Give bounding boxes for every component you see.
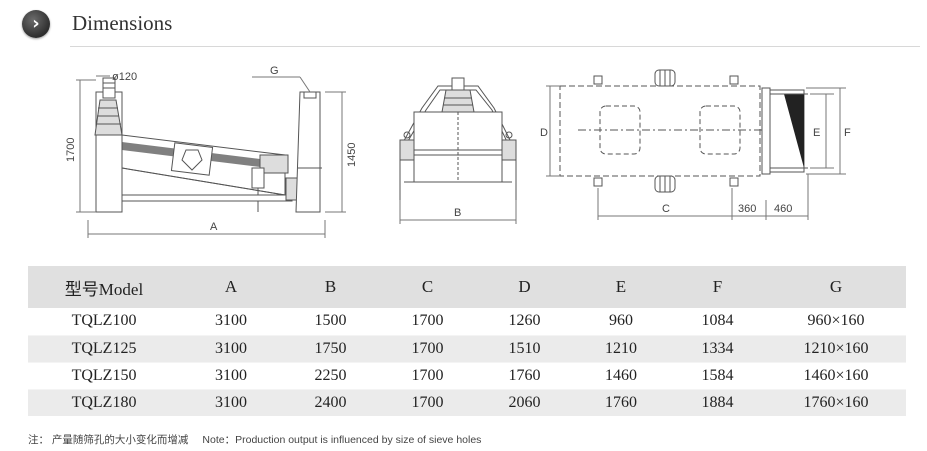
- cell-f: 1584: [669, 361, 766, 389]
- cell-f: 1084: [701, 312, 734, 330]
- cell-model: TQLZ125: [28, 334, 180, 362]
- footnote-en: Note：Production output is influenced by …: [202, 434, 482, 446]
- top-360-label: 360: [738, 203, 756, 215]
- cell-model: TQLZ180: [28, 388, 180, 416]
- cell-f: 1334: [669, 334, 766, 362]
- header-b: B: [324, 277, 337, 296]
- cell-a: 3100: [180, 361, 282, 389]
- side-height-right-label: 1450: [346, 143, 358, 167]
- header-e: E: [615, 277, 627, 296]
- cell-d: 1260: [508, 312, 541, 330]
- side-g-label: G: [270, 65, 279, 77]
- header-d: D: [518, 277, 531, 296]
- cell-d: 1760: [476, 361, 573, 389]
- footnote-cn: 注： 产量随筛孔的大小变化而增减: [28, 434, 189, 446]
- cell-c: 1700: [379, 388, 476, 416]
- cell-model: TQLZ150: [28, 361, 180, 389]
- cell-d: 2060: [476, 388, 573, 416]
- top-d-label: D: [540, 127, 548, 139]
- header-a: A: [224, 277, 238, 296]
- cell-b: 1500: [314, 312, 347, 330]
- cell-model: TQLZ100: [71, 312, 137, 330]
- top-view-drawing: [546, 69, 846, 220]
- top-f-label: F: [844, 127, 851, 139]
- cell-d: 1510: [476, 334, 573, 362]
- cell-g: 960×160: [807, 312, 865, 330]
- header-c: C: [421, 277, 434, 296]
- section-title: Dimensions: [72, 11, 173, 35]
- cell-b: 2400: [282, 388, 379, 416]
- cell-e: 1760: [573, 388, 669, 416]
- header-divider: [70, 46, 920, 47]
- top-e-label: E: [813, 127, 820, 139]
- table-header-row: 型号Model A B C D E F G: [28, 266, 906, 308]
- side-view-drawing: [76, 75, 346, 238]
- side-a-label: A: [210, 221, 218, 233]
- cell-g: 1460×160: [766, 361, 906, 389]
- header-g: G: [829, 277, 843, 296]
- cell-e: 1210: [573, 334, 669, 362]
- side-diameter-label: ø120: [112, 71, 137, 83]
- cell-e: 960: [609, 312, 633, 330]
- cell-e: 1460: [573, 361, 669, 389]
- table-row: TQLZ150 3100 2250 1700 1760 1460 1584 14…: [28, 361, 906, 389]
- side-height-left-label: 1700: [65, 138, 77, 162]
- cell-g: 1760×160: [766, 388, 906, 416]
- cell-c: 1700: [411, 312, 444, 330]
- cell-a: 3100: [180, 334, 282, 362]
- front-view-drawing: [399, 77, 517, 224]
- header-f: F: [712, 277, 723, 296]
- cell-g: 1210×160: [766, 334, 906, 362]
- cell-c: 1700: [379, 334, 476, 362]
- cell-a: 3100: [180, 388, 282, 416]
- cell-f: 1884: [669, 388, 766, 416]
- front-b-label: B: [454, 207, 461, 219]
- header-model: 型号Model: [64, 279, 144, 299]
- cell-b: 2250: [282, 361, 379, 389]
- technical-drawings: ø120 1700 G 1450 A: [0, 50, 927, 260]
- table-row: TQLZ125 3100 1750 1700 1510 1210 1334 12…: [28, 334, 906, 362]
- cell-b: 1750: [282, 334, 379, 362]
- footnote: 注： 产量随筛孔的大小变化而增减 Note：Production output i…: [28, 432, 481, 447]
- dimensions-table: 型号Model A B C D E F G TQLZ100 3100 1500 …: [28, 266, 906, 416]
- table-row: TQLZ180 3100 2400 1700 2060 1760 1884 17…: [28, 388, 906, 416]
- cell-a: 3100: [215, 312, 247, 330]
- section-header: › Dimensions: [22, 8, 920, 47]
- cell-c: 1700: [379, 361, 476, 389]
- top-c-label: C: [662, 203, 670, 215]
- table-row: TQLZ100 3100 1500 1700 1260 960 1084 960…: [28, 308, 906, 335]
- top-460-label: 460: [774, 203, 792, 215]
- chevron-right-icon[interactable]: ›: [22, 10, 50, 38]
